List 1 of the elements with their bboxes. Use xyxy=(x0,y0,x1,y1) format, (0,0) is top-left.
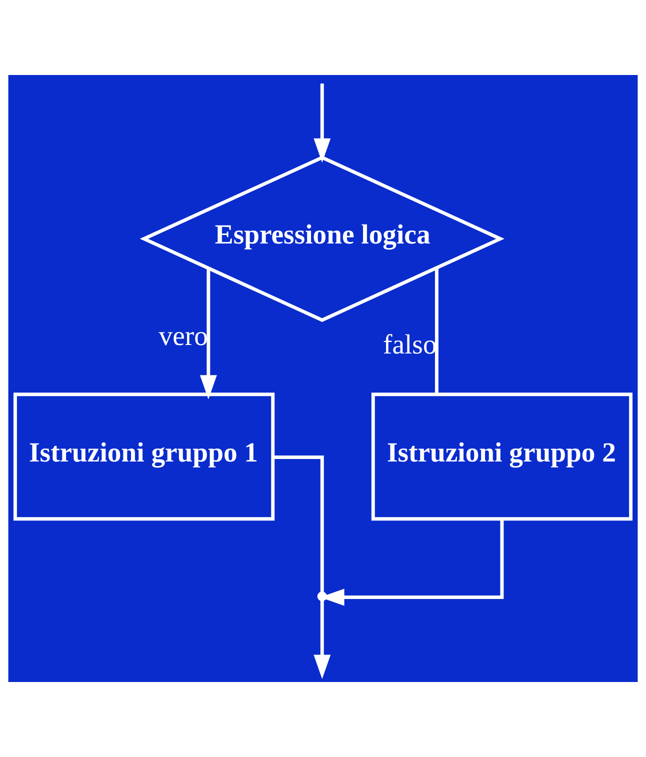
edge-label: falso xyxy=(383,328,437,360)
